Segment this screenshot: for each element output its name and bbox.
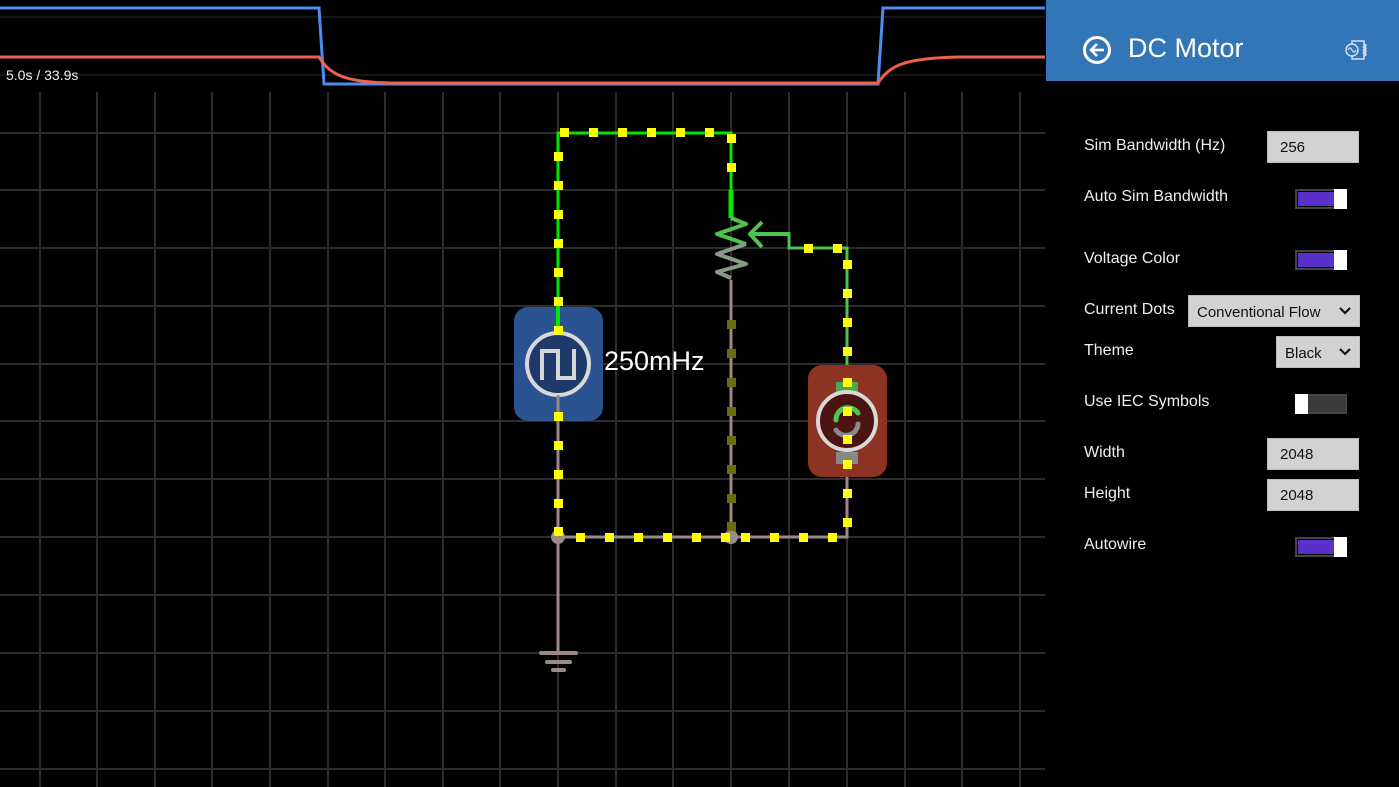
circuit-canvas[interactable] [0, 0, 1045, 787]
back-button[interactable] [1083, 36, 1111, 64]
ground-symbol [539, 651, 578, 672]
square-wave-source[interactable] [514, 306, 603, 421]
dc-motor[interactable] [808, 365, 887, 477]
voltage-color-label: Voltage Color [1084, 250, 1181, 267]
chevron-down-icon [1339, 307, 1351, 315]
autowire-label: Autowire [1084, 536, 1147, 553]
source-frequency-label: 250mHz [604, 346, 705, 376]
scope-grid [0, 16, 1045, 76]
width-input[interactable]: 2048 [1267, 438, 1359, 470]
use-iec-symbols-label: Use IEC Symbols [1084, 393, 1210, 410]
theme-label: Theme [1084, 342, 1134, 359]
scope-time-label: 5.0s / 33.9s [6, 67, 79, 83]
height-label: Height [1084, 485, 1131, 502]
current-dots-dropdown[interactable]: Conventional Flow [1188, 295, 1360, 327]
width-label: Width [1084, 444, 1125, 461]
canvas-grid [0, 92, 1045, 787]
voltage-color-toggle[interactable] [1295, 250, 1347, 270]
panel-header: DC Motor [1046, 0, 1399, 81]
use-iec-symbols-toggle[interactable] [1295, 394, 1347, 414]
height-input[interactable]: 2048 [1267, 479, 1359, 511]
current-dots-dim [727, 320, 736, 531]
wire-top [556, 131, 734, 306]
sim-bandwidth-label: Sim Bandwidth (Hz) [1084, 137, 1226, 154]
settings-panel: DC Motor Sim Bandwidth (Hz) 256 Auto Sim… [1045, 0, 1399, 787]
auto-sim-bandwidth-toggle[interactable] [1295, 189, 1347, 209]
back-arrow-icon [1089, 43, 1104, 57]
theme-value: Black [1285, 345, 1322, 362]
current-dots [554, 128, 852, 542]
current-dots-label: Current Dots [1084, 301, 1175, 318]
sim-bandwidth-input[interactable]: 256 [1267, 131, 1359, 163]
panel-title: DC Motor [1128, 33, 1244, 63]
chevron-down-icon [1339, 348, 1351, 356]
potentiometer [715, 216, 790, 280]
auto-sim-bandwidth-label: Auto Sim Bandwidth [1084, 188, 1229, 205]
dc-motor-icon [1345, 40, 1367, 60]
scope-trace-current [0, 55, 1045, 85]
autowire-toggle[interactable] [1295, 537, 1347, 557]
current-dots-value: Conventional Flow [1197, 304, 1321, 321]
theme-dropdown[interactable]: Black [1276, 336, 1360, 368]
